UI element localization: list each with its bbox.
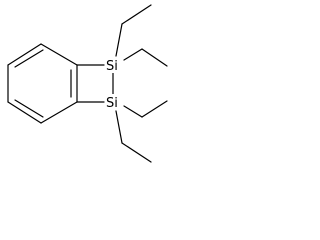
atom-label-si-bottom-group: Si: [105, 94, 122, 111]
bond-si-top-ethyl-right-1: [123, 48, 143, 61]
atom-label-si-top: Si: [106, 59, 118, 74]
bond-si-top-ethyl-up-2: [121, 4, 152, 25]
benzene-ring: [7, 43, 78, 124]
bond-si-bottom-ethyl-right-1: [123, 105, 143, 118]
atom-label-si-top-group: Si: [105, 57, 122, 74]
ring-bond-1: [40, 43, 78, 66]
ring-bond-5: [40, 101, 78, 124]
ring-bond-2: [7, 43, 42, 66]
bond-si-top-ethyl-up-1: [115, 23, 123, 57]
four-membered-ring: [76, 64, 114, 103]
ethyl-groups-top: [115, 4, 168, 67]
ring-double-bond-inner-1: [14, 49, 44, 68]
ethyl-groups-bottom: [115, 100, 168, 163]
bond-si-bottom-ethyl-down-2: [121, 142, 152, 163]
bond-si-top-ethyl-right-2: [141, 48, 168, 67]
ring-bond-4: [7, 101, 42, 124]
structure-canvas: Si Si: [7, 4, 168, 163]
bond-si-bottom-ethyl-down-1: [115, 110, 123, 144]
atom-label-si-bottom: Si: [106, 96, 118, 111]
ring-double-bond-inner-2: [14, 99, 44, 118]
bond-si-bottom-ethyl-right-2: [141, 100, 168, 118]
